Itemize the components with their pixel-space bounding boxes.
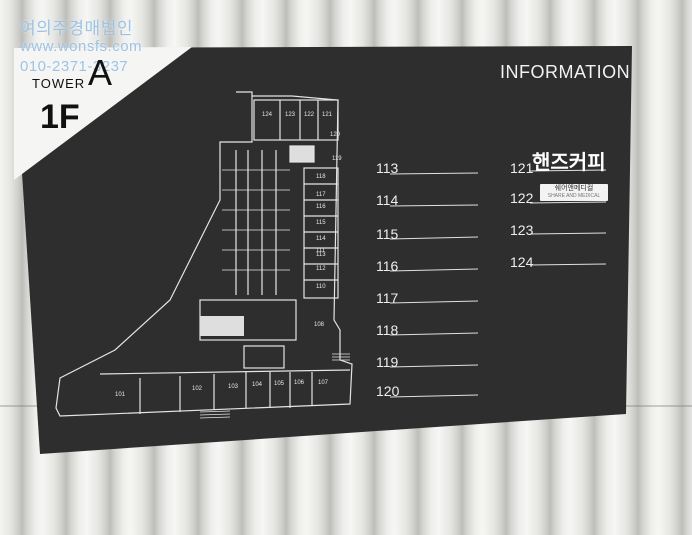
tenant-122-logo: 쉐어앤메디컬 SHARE AND MEDICAL [540,184,608,201]
corner-triangle [14,47,192,180]
map-room-111: 111 [316,248,326,254]
directory-lines [389,169,607,398]
watermark-phone: 010-2371-3237 [20,58,129,75]
map-room-112: 112 [316,266,326,272]
directory-room-117: 117 [376,290,399,306]
map-room-121: 121 [322,112,333,118]
directory-room-116: 116 [376,258,399,274]
board-panel [14,46,632,454]
map-room-116: 116 [316,204,326,210]
tenant-121-name: 핸즈커피 [532,152,606,174]
directory-room-120: 120 [376,383,400,399]
map-room-117: 117 [316,192,326,198]
tenant-122-subtitle: SHARE AND MEDICAL [547,193,601,199]
directory-room-119: 119 [376,354,399,370]
map-room-102: 102 [192,386,203,392]
map-room-123: 123 [285,112,296,118]
map-room-119: 119 [332,156,342,162]
tower-label: TOWER [32,76,86,91]
directory-room-124: 124 [510,254,534,270]
watermark-website: www.wonsfs.com [20,38,143,55]
map-room-113: 113 [316,252,326,258]
map-room-118: 118 [316,174,326,180]
watermark-company: 여의주경매법인 [20,19,133,38]
map-room-115: 115 [316,220,326,226]
map-room-108: 108 [314,322,325,328]
map-room-120: 120 [330,132,341,138]
map-room-103: 103 [228,384,239,390]
map-room-101: 101 [115,392,126,398]
directory-room-122: 122 [510,190,534,206]
map-room-122: 122 [304,112,315,118]
map-room-110: 110 [316,284,326,290]
map-room-105: 105 [274,381,285,387]
directory-room-115: 115 [376,226,399,242]
map-room-107: 107 [318,380,329,386]
directory-room-118: 118 [376,322,399,338]
map-room-106: 106 [294,380,305,386]
tower-letter: A [88,52,113,93]
map-room-104: 104 [252,382,263,388]
tenant-122-name: 쉐어앤메디컬 [554,185,594,192]
map-room-114: 114 [316,236,326,242]
directory-room-123: 123 [510,222,534,238]
information-title: INFORMATION [500,62,631,82]
directory-room-114: 114 [376,192,399,208]
map-room-124: 124 [262,112,273,118]
floor-plan [55,91,353,419]
directory-room-113: 113 [376,160,399,176]
floor-label: 1F [40,98,80,136]
directory-room-121: 121 [510,160,534,176]
